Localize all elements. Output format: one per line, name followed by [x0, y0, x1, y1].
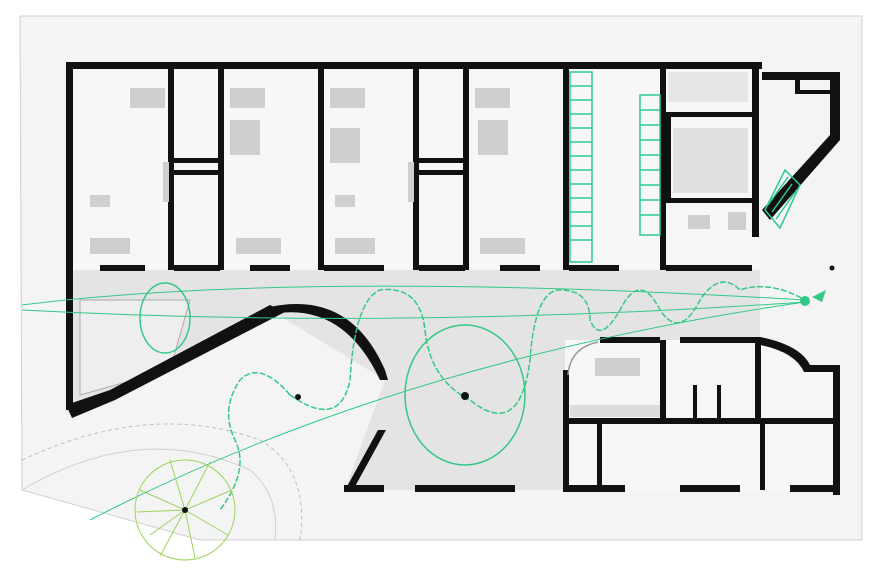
tree-icon	[134, 459, 236, 561]
movement-paths	[21, 281, 806, 521]
stairs-icon	[569, 71, 801, 263]
south-block	[565, 340, 835, 490]
tree-trunk	[182, 507, 188, 513]
point-marker	[295, 394, 301, 400]
walls	[66, 62, 840, 495]
central-hall	[345, 340, 565, 490]
entrance-marker-icon	[800, 296, 810, 306]
furniture	[90, 72, 748, 417]
site-road-edge	[21, 448, 277, 541]
dining-curve	[567, 341, 599, 376]
site-road-curve	[21, 423, 303, 541]
direction-arrow-icon	[812, 290, 826, 302]
point-marker	[829, 265, 835, 271]
point-marker	[461, 392, 469, 400]
